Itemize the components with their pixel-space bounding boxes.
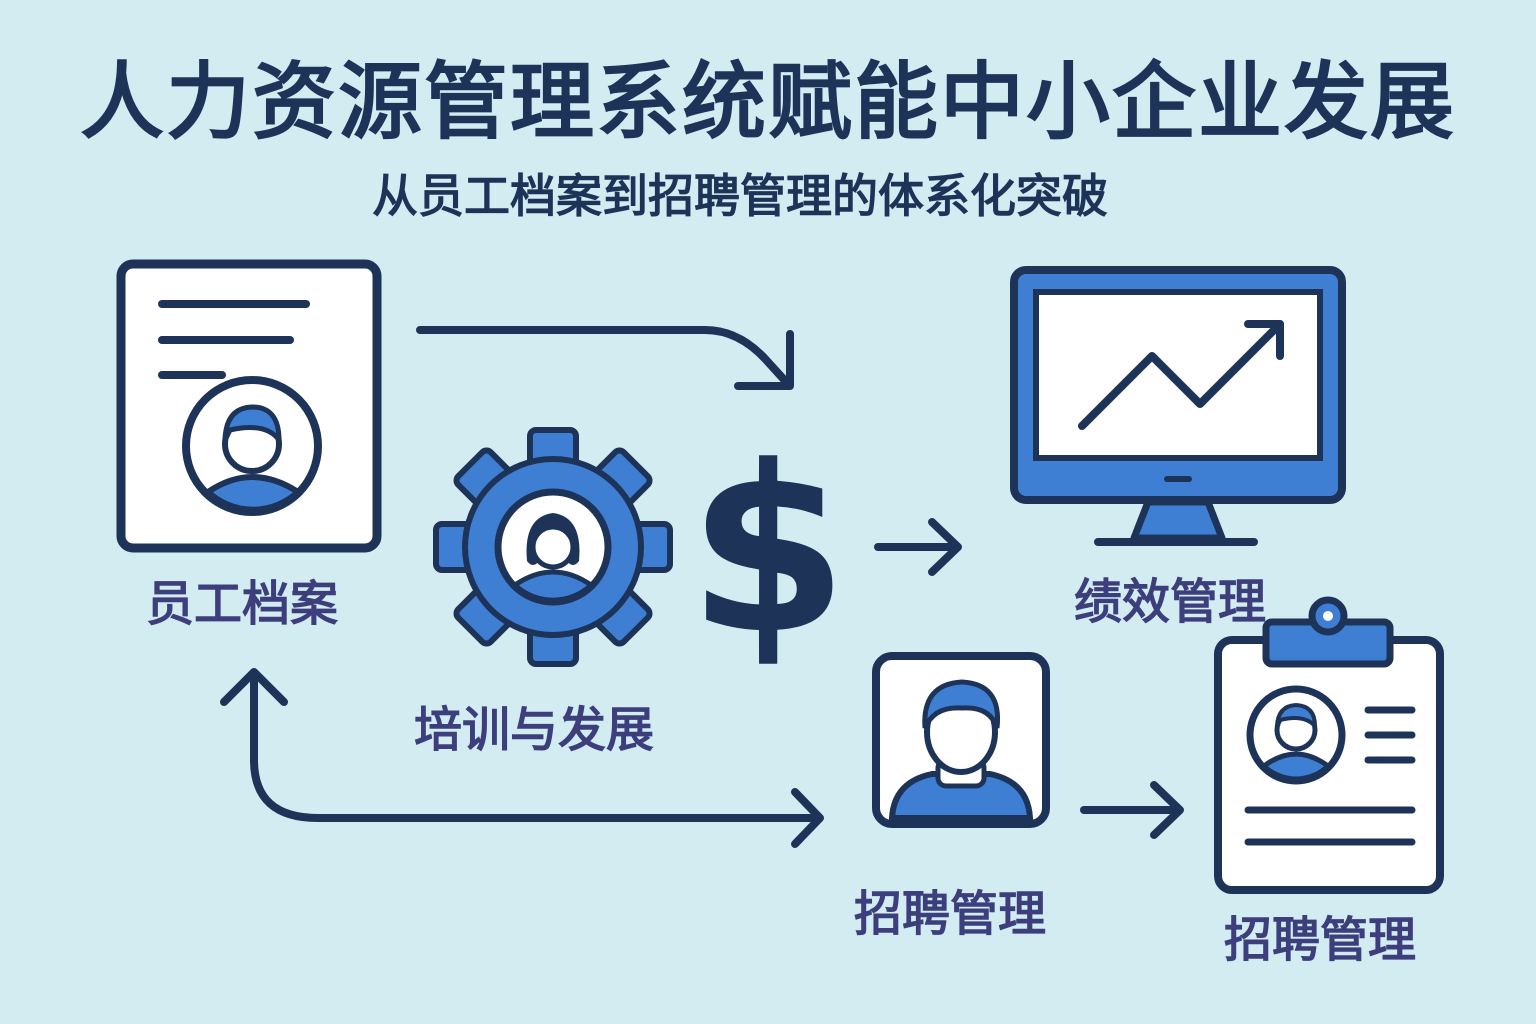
page-subtitle: 从员工档案到招聘管理的体系化突破	[372, 169, 1108, 223]
label-training: 培训与发展	[414, 702, 655, 758]
arrow-lower	[1080, 781, 1184, 839]
arrow-top-curved	[416, 326, 794, 390]
label-recruitment-profile: 招聘管理	[854, 886, 1047, 942]
gear-person-icon	[433, 427, 673, 667]
label-employee-records: 员工档案	[146, 576, 339, 632]
arrow-loop	[220, 668, 824, 848]
person-profile-icon	[872, 652, 1050, 828]
employee-document-icon	[116, 259, 382, 553]
page-title: 人力资源管理系统赋能中小企业发展	[79, 53, 1456, 151]
monitor-trend-chart-icon	[1010, 266, 1346, 546]
dollar-sign-icon: $	[688, 418, 848, 685]
clipboard-resume-icon	[1214, 596, 1444, 894]
label-performance: 绩效管理	[1074, 574, 1267, 630]
label-recruitment-clipboard: 招聘管理	[1224, 912, 1417, 968]
arrow-middle	[874, 518, 962, 576]
